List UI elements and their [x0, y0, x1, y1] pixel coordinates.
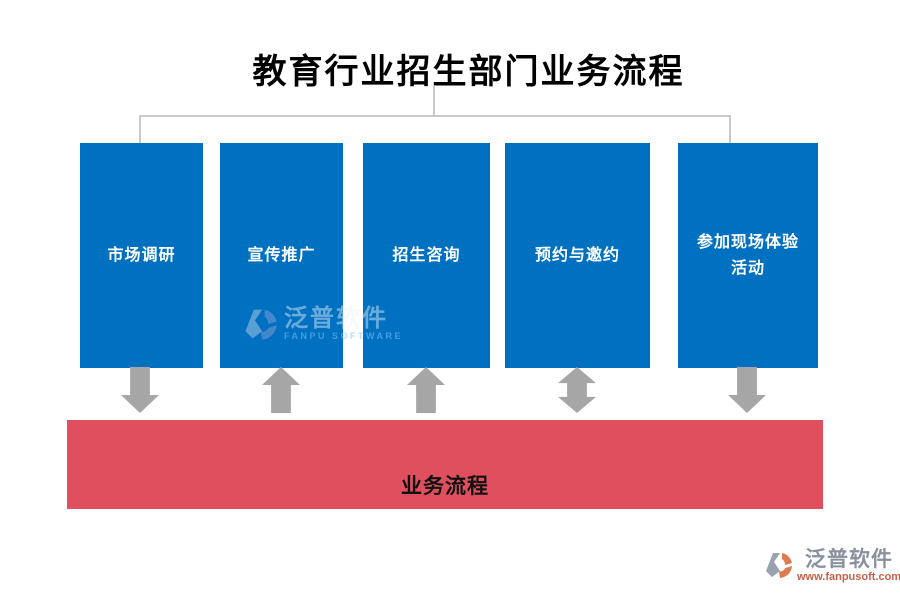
process-box-market-research: 市场调研 [80, 143, 203, 368]
flow-arrow-down-5 [728, 367, 766, 413]
process-box-label: 招生咨询 [392, 246, 461, 264]
fanpu-logo-icon [766, 553, 792, 578]
footer-logo-url: www.fanpusoft.com [797, 571, 900, 584]
diagram-title: 教育行业招生部门业务流程 [252, 54, 685, 91]
business-process-bar: 业务流程 [67, 420, 823, 509]
connector-line-left-drop [139, 115, 141, 144]
process-box-appointment-invitation: 预约与邀约 [505, 143, 650, 368]
process-box-label: 预约与邀约 [534, 246, 620, 264]
flow-arrow-updown-4 [558, 367, 596, 413]
connector-line-title-stub [433, 86, 435, 116]
process-box-promotion: 宣传推广 [220, 143, 343, 368]
footer-logo-name: 泛普软件 [805, 548, 894, 571]
footer-logo: 泛普软件 www.fanpusoft.com [764, 548, 900, 584]
connector-line-right-drop [729, 115, 731, 144]
connector-line-horizontal [139, 115, 731, 117]
footer-logo-text: 泛普软件 www.fanpusoft.com [797, 548, 900, 584]
process-box-label: 参加现场体验活动 [696, 233, 799, 277]
process-box-label: 宣传推广 [247, 246, 316, 264]
flow-arrow-down-1 [121, 367, 159, 413]
flow-arrow-up-3 [407, 367, 445, 413]
process-box-enrollment-consulting: 招生咨询 [363, 143, 490, 368]
flow-arrow-up-2 [262, 367, 300, 413]
process-box-label: 市场调研 [107, 246, 176, 264]
process-box-onsite-experience: 参加现场体验活动 [678, 143, 818, 368]
business-process-bar-label: 业务流程 [401, 474, 489, 498]
